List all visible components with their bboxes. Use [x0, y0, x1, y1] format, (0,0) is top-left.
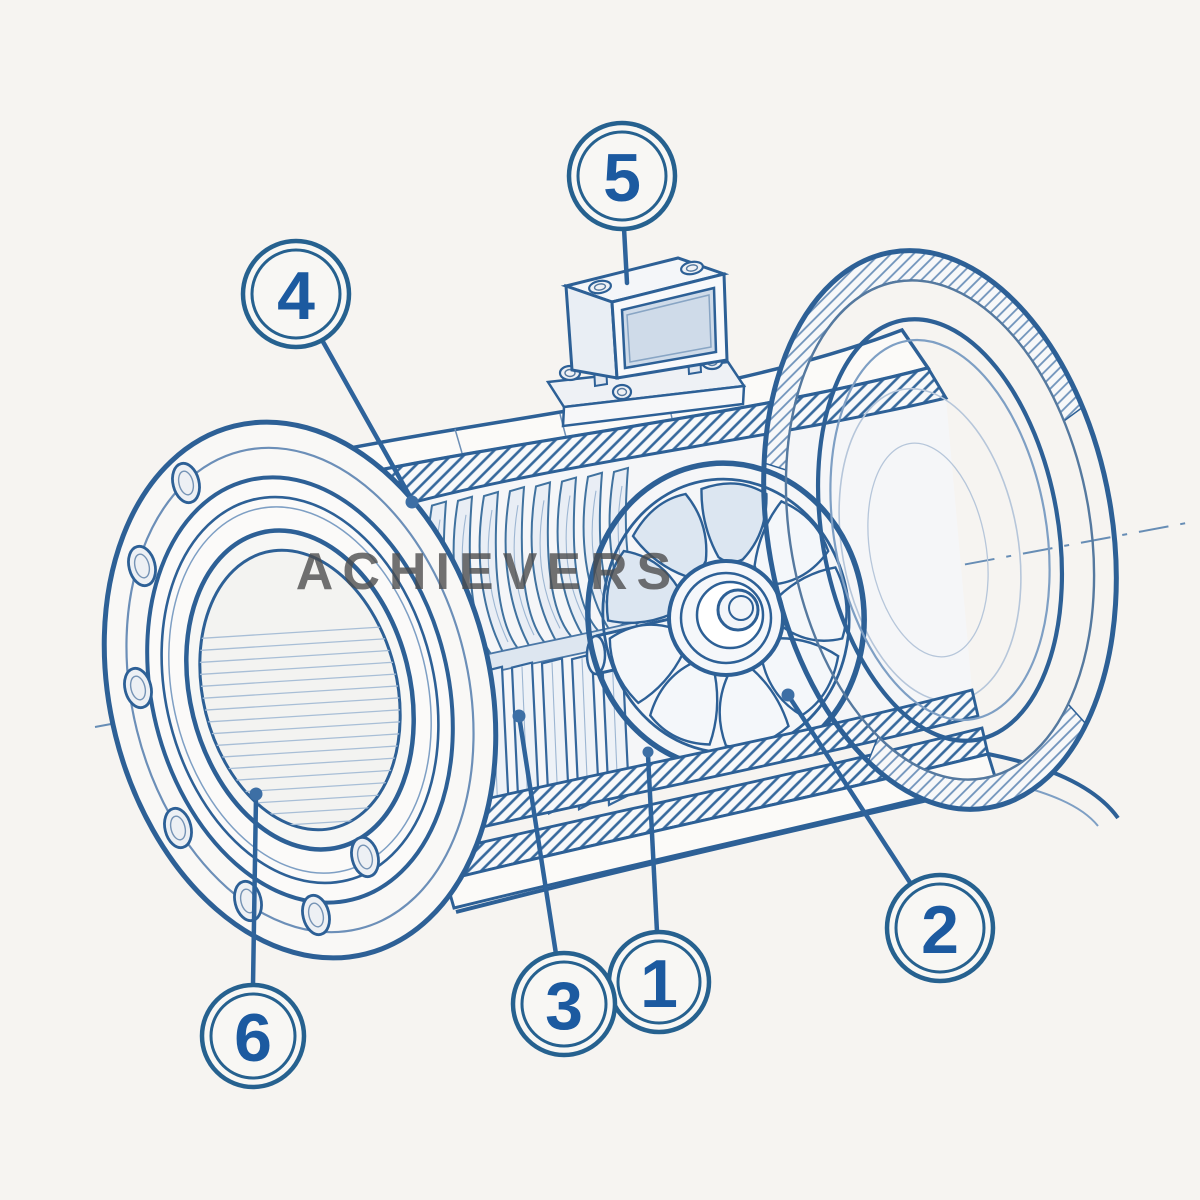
leader-dot-6	[249, 787, 263, 801]
sensor-window	[620, 286, 718, 370]
flange-bolt-hole	[127, 544, 157, 588]
outlet-flange-bore-inner	[829, 338, 1051, 722]
vane-shading-line	[565, 495, 587, 622]
sensor-port-inner	[593, 283, 607, 291]
callout-3-label: 3	[545, 968, 583, 1044]
watermark-text: ACHIEVERS	[296, 543, 680, 601]
leader-line-2	[787, 695, 914, 887]
fin-shading-line	[521, 666, 529, 810]
callout-6-label: 6	[234, 1000, 272, 1076]
leader-line-1	[645, 752, 660, 935]
inlet-flange	[101, 419, 499, 961]
flange-bolt-hole-inner	[307, 902, 325, 928]
fin-shading-line	[551, 662, 559, 806]
hub-boss-inner	[728, 595, 754, 621]
hub-boss	[716, 588, 760, 632]
rotor-blades	[605, 482, 848, 749]
base-bolt-inner	[616, 387, 628, 397]
base-bolt-inner	[564, 368, 576, 378]
rotor-hub	[667, 559, 785, 677]
outlet-flange	[761, 248, 1119, 812]
bore-shading-line	[174, 706, 429, 725]
turbine-rotor	[585, 460, 867, 772]
leader-dot-4	[405, 495, 419, 509]
flange-bolt-hole	[350, 835, 380, 879]
leader-dot-2	[781, 688, 795, 702]
callout-4: 4	[240, 238, 352, 350]
sensor-port-inner	[685, 264, 699, 272]
callout-5-label: 5	[603, 140, 641, 216]
flange-bolt-hole	[123, 666, 153, 710]
sensor-port	[588, 279, 612, 295]
bell-under-curve	[987, 752, 1120, 820]
callout-1-ring	[616, 939, 702, 1025]
callout-4-circle	[240, 238, 352, 350]
leader-line-4	[319, 337, 415, 503]
flange-bolt-hole-inner	[169, 815, 187, 841]
inlet-raised-face	[160, 495, 440, 885]
callout-2: 2	[884, 872, 996, 984]
flange-bolt-hole	[171, 461, 201, 505]
callout-2-label: 2	[921, 892, 959, 968]
sensor-box-left	[564, 283, 619, 380]
leader-dot-3	[512, 709, 526, 723]
leader-line-3	[517, 719, 559, 957]
sensor-port	[680, 260, 704, 276]
sensor-pickup-assembly	[545, 256, 747, 428]
callout-5: 5	[566, 120, 678, 232]
callout-4-label: 4	[277, 258, 315, 334]
flange-bolt-holes	[123, 461, 380, 937]
flange-bolt-hole-inner	[133, 553, 151, 579]
sensor-window-inner	[626, 294, 712, 363]
leader-line-5	[621, 225, 630, 286]
callout-6-ring	[209, 992, 297, 1080]
vane-shading-line	[487, 509, 509, 643]
leader-dot-1	[642, 746, 654, 758]
callout-1: 1	[606, 929, 712, 1035]
top-section-hatch-band	[367, 366, 949, 510]
callout-5-ring	[576, 130, 668, 222]
vane-shading-line	[539, 500, 561, 629]
outlet-flange-bore-edge	[815, 317, 1065, 743]
flange-bolt-hole-inner	[356, 844, 374, 870]
flange-bolt-hole-inner	[129, 675, 147, 701]
callout-5-circle	[566, 120, 678, 232]
sensor-base-front	[561, 384, 746, 428]
bore-shading-line	[174, 718, 429, 737]
callout-2-circle	[884, 872, 996, 984]
flange-bolt-hole	[163, 806, 193, 850]
base-bolt	[611, 383, 633, 401]
callout-3-circle	[510, 950, 618, 1058]
callout-1-label: 1	[640, 946, 678, 1022]
outlet-flange-outer-edge	[761, 248, 1119, 812]
callout-layer: 1 2 3 4 5 6	[199, 120, 996, 1090]
callout-2-ring	[894, 882, 986, 974]
outlet-flange-mid-edge	[784, 279, 1096, 781]
hub-ring	[679, 571, 773, 665]
callout-6: 6	[199, 982, 307, 1090]
flange-bolt-hole-inner	[177, 470, 195, 496]
callout-4-ring	[250, 248, 342, 340]
inlet-bore	[198, 548, 402, 832]
inlet-flange-rim	[125, 446, 475, 934]
callout-3: 3	[510, 950, 618, 1058]
leader-line-6	[250, 794, 259, 988]
vane-shading-line	[513, 505, 535, 636]
interior-arc	[867, 442, 989, 658]
callout-6-circle	[199, 982, 307, 1090]
inlet-raised-face-inner	[168, 506, 432, 874]
callout-3-ring	[520, 960, 608, 1048]
flange-bolt-hole	[301, 893, 331, 937]
